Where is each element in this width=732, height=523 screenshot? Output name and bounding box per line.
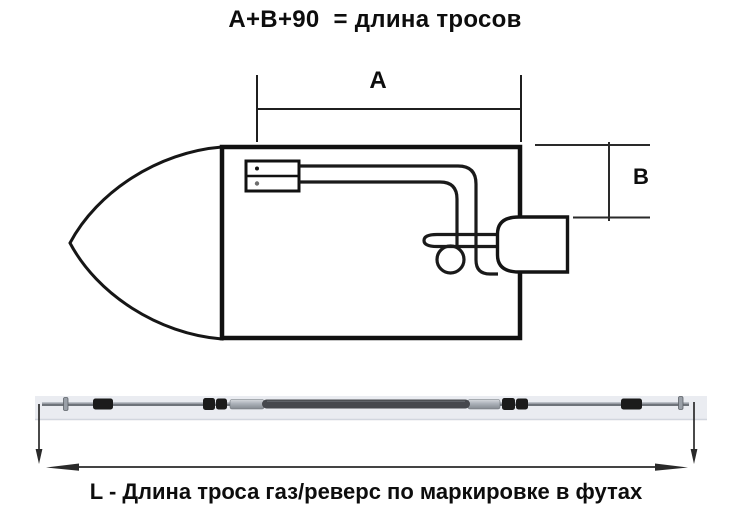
helm-control-box bbox=[244, 159, 301, 193]
cable-caption: L - Длина троса газ/реверс по маркировке… bbox=[89, 479, 643, 504]
diagram-title: А+В+90 = длина тросов bbox=[228, 6, 522, 33]
cable-hairpin-loop bbox=[422, 232, 497, 249]
dim-l-arrow-right bbox=[655, 463, 688, 471]
dim-l-arrow-left bbox=[46, 463, 79, 471]
dim-b-label: В bbox=[633, 164, 649, 189]
fitting-black-4 bbox=[621, 398, 642, 410]
ferrule-right bbox=[467, 399, 501, 410]
cable-assembly bbox=[35, 396, 707, 421]
dim-l-left-down-arrow bbox=[35, 449, 43, 464]
boat-bow bbox=[68, 145, 224, 341]
cable-lower bbox=[299, 180, 459, 247]
dimension-l bbox=[35, 402, 698, 471]
control-box-dot-top bbox=[255, 166, 259, 171]
control-box-dot-bottom bbox=[254, 181, 260, 186]
outboard-motor bbox=[495, 215, 570, 274]
throttle-shift-cables bbox=[299, 164, 498, 276]
terminal-cross-right bbox=[678, 396, 684, 410]
cable-upper bbox=[299, 164, 498, 276]
dim-l-right-down-arrow bbox=[690, 449, 698, 464]
ferrule-left bbox=[229, 399, 265, 410]
terminal-cross-left bbox=[63, 397, 69, 411]
dimension-b bbox=[535, 142, 650, 221]
fitting-black-2a bbox=[203, 398, 215, 410]
fitting-black-2b bbox=[216, 398, 227, 410]
dim-a-label: А bbox=[369, 67, 387, 94]
fitting-black-1 bbox=[93, 398, 113, 410]
fitting-black-3b bbox=[516, 398, 528, 410]
dimension-a bbox=[256, 75, 522, 142]
fitting-black-3a bbox=[502, 398, 515, 410]
cable-service-loop bbox=[435, 244, 466, 275]
